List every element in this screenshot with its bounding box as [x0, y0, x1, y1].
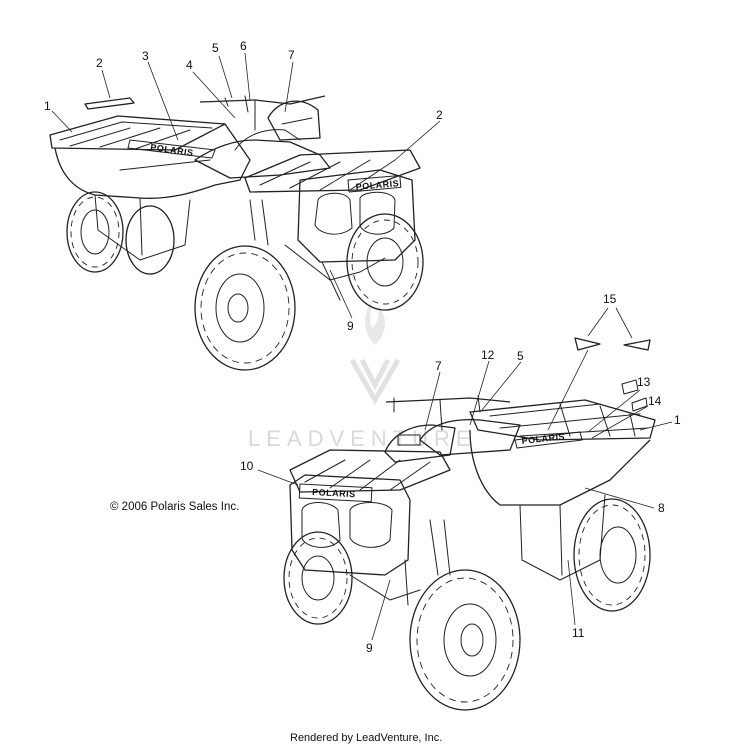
- front-decal-text: POLARIS: [355, 178, 399, 192]
- watermark-logo: LEADVENTURE: [248, 300, 477, 451]
- callout-9: 9: [347, 319, 354, 333]
- callout-12: 12: [481, 348, 495, 362]
- callout-8: 8: [658, 501, 665, 515]
- callout-7: 7: [288, 48, 295, 62]
- side-decal-text: POLARIS: [150, 142, 194, 158]
- callout-1: 1: [44, 99, 51, 113]
- callout-2-front: 2: [436, 108, 443, 122]
- callout-labels: 1 2 3 4 5 6 7 2 9 15 12 5 7 13 14 10 1 8…: [44, 39, 681, 655]
- callout-1-lower: 1: [674, 413, 681, 427]
- callout-13: 13: [637, 375, 651, 389]
- callout-6: 6: [240, 39, 247, 53]
- callout-9-lower: 9: [366, 641, 373, 655]
- callout-10: 10: [240, 459, 254, 473]
- callout-11: 11: [572, 626, 585, 640]
- callout-2: 2: [96, 56, 103, 70]
- callout-15: 15: [603, 292, 617, 306]
- watermark-text: LEADVENTURE: [248, 426, 477, 451]
- side-decal-text-2: POLARIS: [521, 431, 565, 445]
- callout-3: 3: [142, 49, 149, 63]
- callout-4: 4: [186, 58, 193, 72]
- copyright-text: © 2006 Polaris Sales Inc.: [110, 501, 239, 513]
- footer-text: Rendered by LeadVenture, Inc.: [290, 732, 442, 744]
- callout-14: 14: [648, 394, 662, 408]
- front-decal-text-2: POLARIS: [312, 487, 356, 499]
- callout-5-lower: 5: [517, 349, 524, 363]
- atv-front-view: POLARIS POLARIS: [283, 337, 656, 711]
- callout-7-lower: 7: [435, 359, 442, 373]
- leader-lines: [51, 52, 673, 641]
- callout-5: 5: [212, 41, 219, 55]
